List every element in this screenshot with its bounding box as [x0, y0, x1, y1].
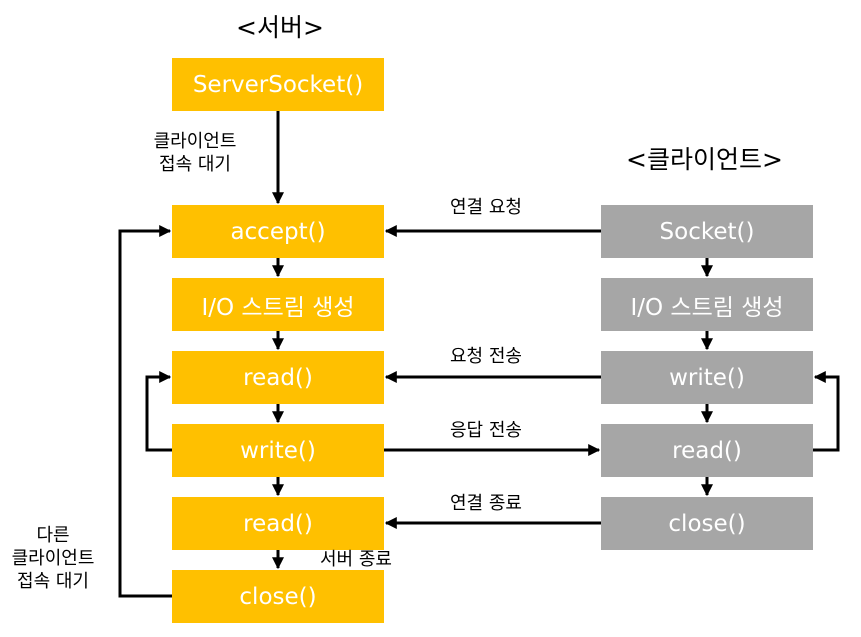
client-title: <클라이언트>: [626, 145, 783, 174]
client-wait-label: 클라이언트 접속 대기: [140, 130, 250, 176]
arrow-client-read-write-loop: [813, 371, 840, 452]
client-socket-box: Socket(): [601, 205, 813, 258]
client-read-box: read(): [601, 424, 813, 477]
other-client-wait-line3: 접속 대기: [17, 571, 89, 592]
client-write-box: write(): [601, 351, 813, 404]
server-close-box: close(): [172, 570, 384, 623]
arrow-server-write-read-loop: [145, 371, 172, 452]
client-io-stream-box: I/O 스트림 생성: [601, 278, 813, 331]
server-socket-box: ServerSocket(): [172, 58, 384, 111]
send-response-label: 응답 전송: [450, 420, 522, 441]
other-client-wait-label: 다른 클라이언트 접속 대기: [0, 524, 106, 593]
arrow-close-to-accept-loop: [118, 225, 172, 598]
accept-box: accept(): [172, 205, 384, 258]
send-request-label: 요청 전송: [450, 346, 522, 367]
client-close-box: close(): [601, 497, 813, 550]
other-client-wait-line2: 클라이언트: [11, 548, 95, 569]
server-write-box: write(): [172, 424, 384, 477]
other-client-wait-line1: 다른: [36, 525, 70, 546]
server-io-stream-box: I/O 스트림 생성: [172, 278, 384, 331]
server-end-label: 서버 종료: [320, 549, 392, 570]
server-read-box-2: read(): [172, 497, 384, 550]
server-title: <서버>: [236, 13, 324, 42]
client-wait-label-line1: 클라이언트: [153, 131, 237, 152]
client-wait-label-line2: 접속 대기: [159, 154, 231, 175]
connect-request-label: 연결 요청: [450, 197, 522, 218]
close-connection-label: 연결 종료: [450, 493, 522, 514]
server-read-box: read(): [172, 351, 384, 404]
